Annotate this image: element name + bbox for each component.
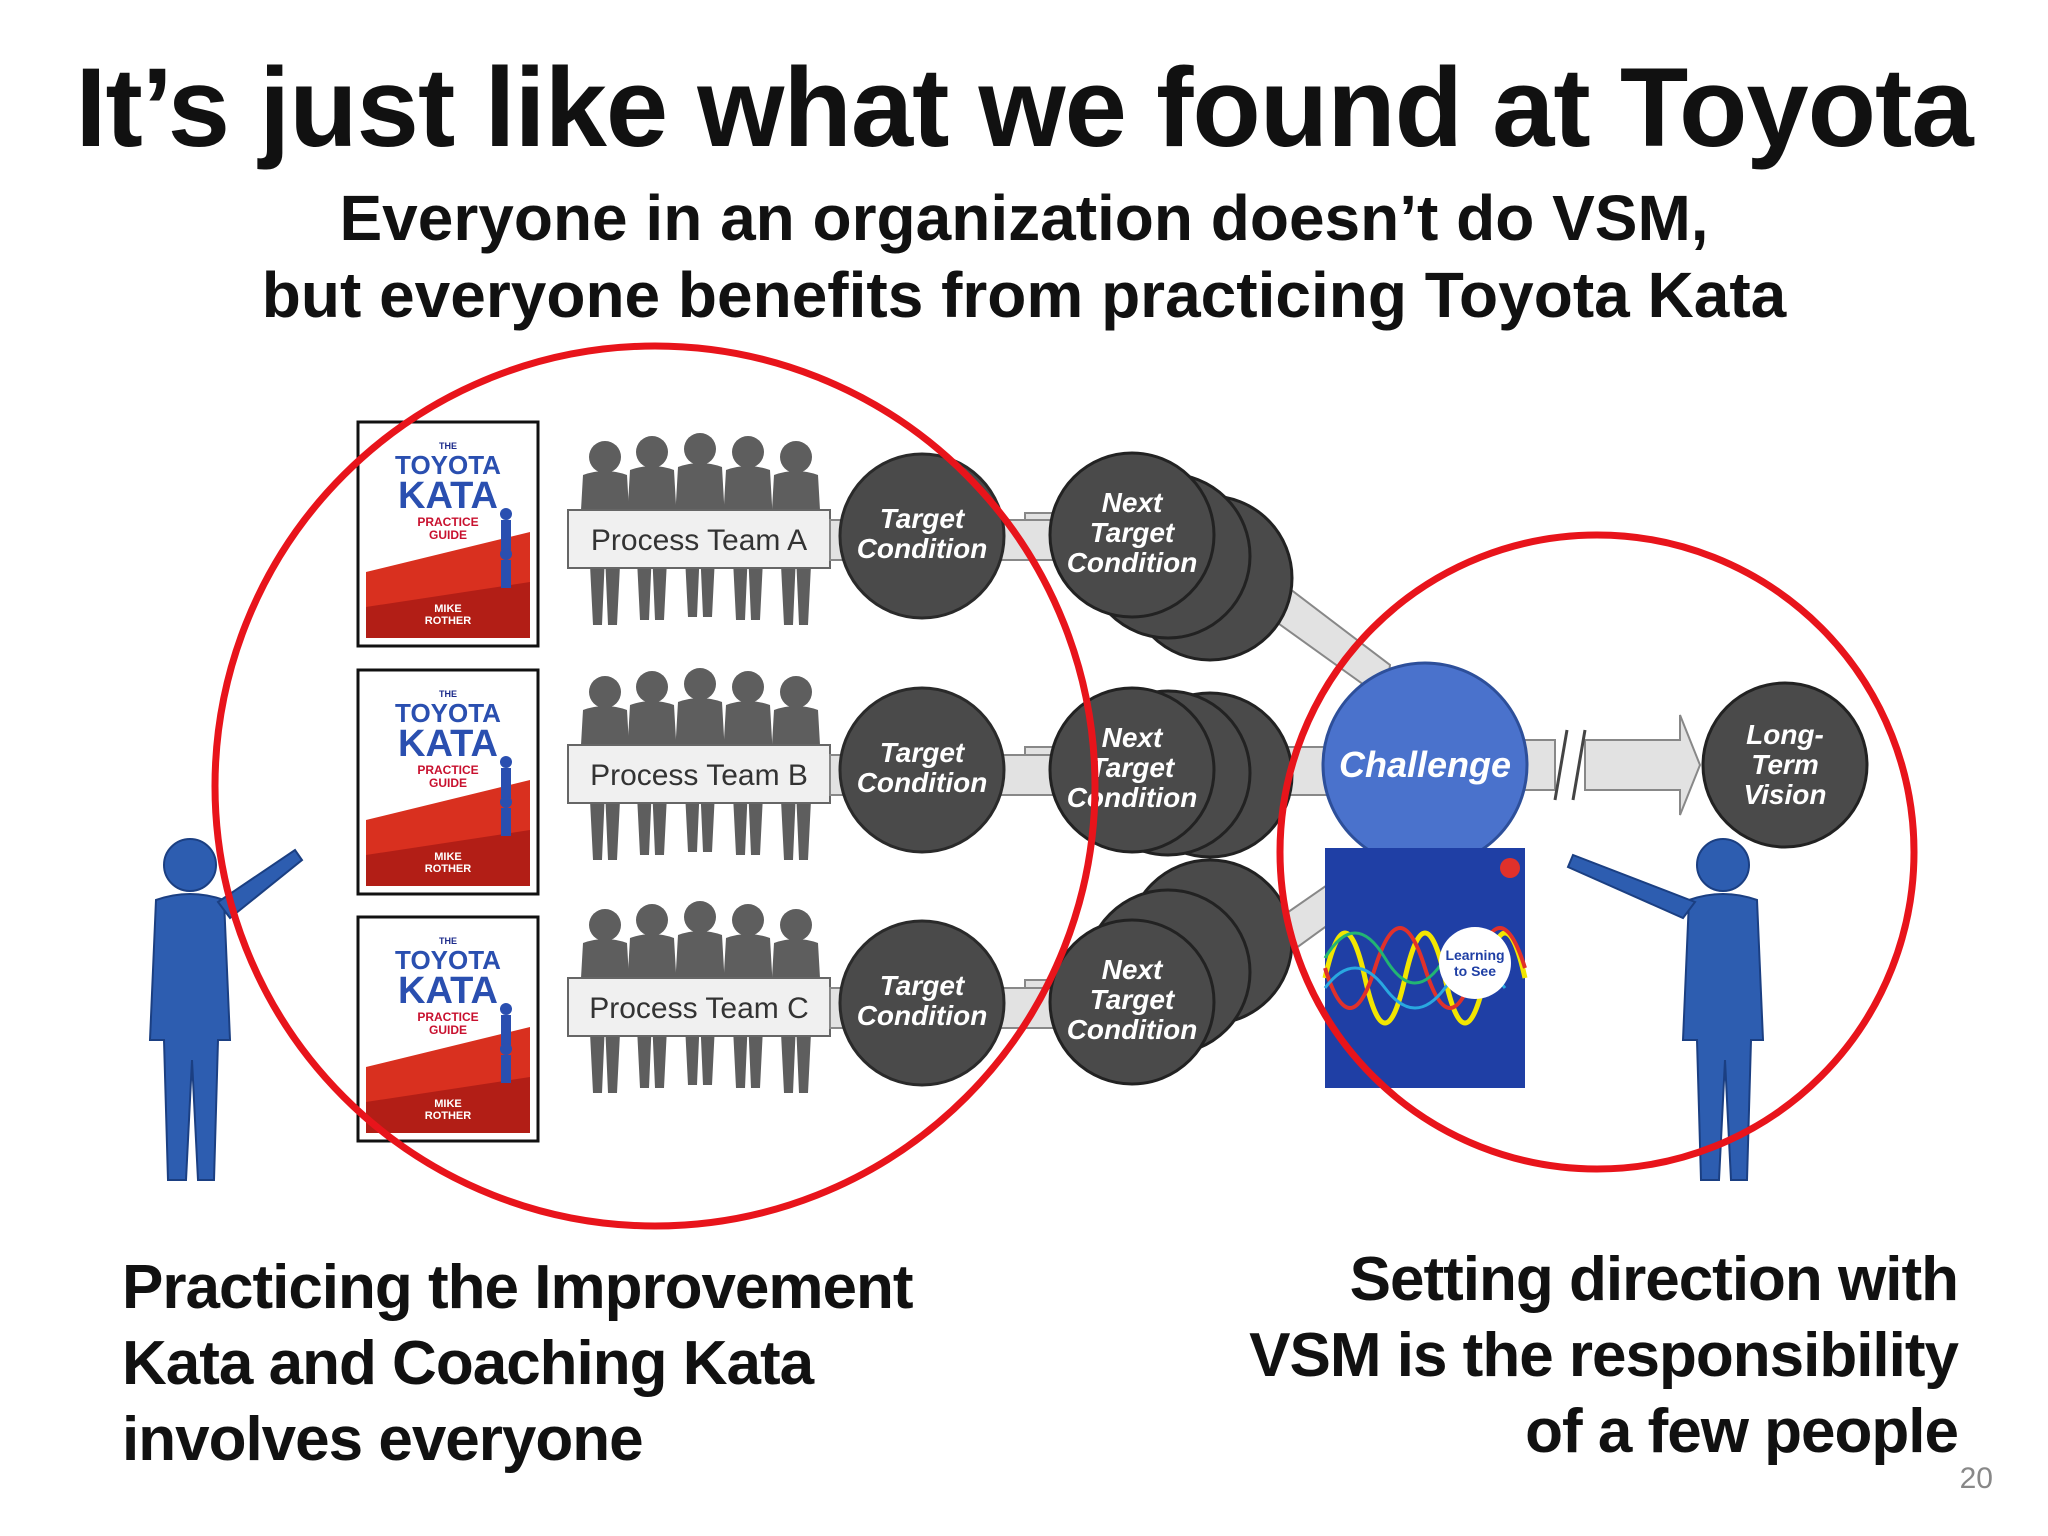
team-label-c: Process Team C <box>589 992 809 1025</box>
next-target-condition-circle-c <box>1048 918 1216 1086</box>
person-pointing-left-icon <box>149 838 304 1181</box>
book-author-first: MIKE <box>434 603 462 615</box>
book-guide: GUIDE <box>429 528 467 542</box>
target-condition-b-line1: Target <box>880 737 966 768</box>
book-title-kata: KATA <box>398 723 498 765</box>
book-title-kata: KATA <box>398 475 498 517</box>
book-figure-icon <box>500 1003 512 1083</box>
next-condition-a-line1: Next <box>1102 487 1164 518</box>
book-author-first: MIKE <box>434 1098 462 1110</box>
vsm-book-title-line2: to See <box>1454 963 1496 979</box>
book-title-kata: KATA <box>398 970 498 1012</box>
next-condition-b-line1: Next <box>1102 722 1164 753</box>
target-condition-c-line2: Condition <box>857 1000 988 1031</box>
toyota-kata-book-1: THE TOYOTA KATA PRACTICE GUIDE MIKE ROTH… <box>356 420 540 648</box>
team-row-b: Process Team B Target Condition Next Tar… <box>567 668 1386 860</box>
target-condition-circle-b <box>838 686 1006 854</box>
toyota-kata-book-3: THE TOYOTA KATA PRACTICE GUIDE MIKE ROTH… <box>356 915 540 1143</box>
highlight-ring-teams <box>211 342 1099 1230</box>
team-label-box-b <box>567 744 831 804</box>
vision-line3: Vision <box>1744 779 1827 810</box>
caption-right-line-3: of a few people <box>1525 1397 1959 1466</box>
break-mark <box>1553 729 1569 801</box>
caption-left-line-1: Practicing the Improvement <box>122 1253 914 1322</box>
book-the: THE <box>439 936 457 946</box>
break-mark <box>1571 729 1587 801</box>
book-figure-icon <box>500 508 512 588</box>
caption-right-line-1: Setting direction with <box>1349 1245 1959 1314</box>
person-pointing-right-icon <box>1566 838 1764 1181</box>
caption-right: Setting direction with VSM is the respon… <box>1249 1242 1959 1470</box>
team-label-box-c <box>567 977 831 1037</box>
book-practice: PRACTICE <box>417 1010 478 1024</box>
next-condition-c-line1: Next <box>1102 954 1164 985</box>
target-condition-b-line2: Condition <box>857 767 988 798</box>
slide-title: It’s just like what we found at Toyota <box>75 45 1973 170</box>
book-author-last: ROTHER <box>425 615 472 627</box>
caption-left: Practicing the Improvement Kata and Coac… <box>122 1250 914 1478</box>
book-practice: PRACTICE <box>417 763 478 777</box>
highlight-ring-direction <box>1276 531 1918 1173</box>
vision-arrow <box>1499 714 1702 816</box>
next-condition-c-line3: Condition <box>1067 1014 1198 1045</box>
team-label-a: Process Team A <box>591 524 807 557</box>
next-condition-a-line2: Target <box>1090 517 1176 548</box>
target-condition-circle-c <box>838 919 1006 1087</box>
vsm-book-title-line1: Learning <box>1445 947 1504 963</box>
target-condition-c-line1: Target <box>880 970 966 1001</box>
long-term-vision-circle <box>1701 681 1869 849</box>
book-title-toyota: TOYOTA <box>395 450 501 480</box>
vision-line2: Term <box>1751 749 1818 780</box>
book-author-last: ROTHER <box>425 863 472 875</box>
book-guide: GUIDE <box>429 776 467 790</box>
vision-line1: Long- <box>1746 719 1824 750</box>
book-guide: GUIDE <box>429 1023 467 1037</box>
caption-left-line-3: involves everyone <box>122 1405 644 1474</box>
book-the: THE <box>439 441 457 451</box>
next-target-condition-circle-a <box>1048 451 1216 619</box>
team-row-a: Process Team A Target Condition Next Tar… <box>567 433 1392 702</box>
learning-to-see-book: Learning to See <box>1322 848 1528 1088</box>
book-author-last: ROTHER <box>425 1110 472 1122</box>
book-figure-icon <box>500 756 512 836</box>
slide-subtitle-line-2: but everyone benefits from practicing To… <box>261 259 1787 331</box>
target-condition-a-line1: Target <box>880 503 966 534</box>
book-title-toyota: TOYOTA <box>395 698 501 728</box>
next-condition-a-line3: Condition <box>1067 547 1198 578</box>
caption-left-line-2: Kata and Coaching Kata <box>122 1329 814 1398</box>
team-label-b: Process Team B <box>590 759 808 792</box>
target-condition-a-line2: Condition <box>857 533 988 564</box>
caption-right-line-2: VSM is the responsibility <box>1249 1321 1959 1390</box>
challenge-label: Challenge <box>1339 744 1511 785</box>
book-title-toyota: TOYOTA <box>395 945 501 975</box>
next-condition-b-line2: Target <box>1090 752 1176 783</box>
book-practice: PRACTICE <box>417 515 478 529</box>
target-condition-circle-a <box>838 452 1006 620</box>
book-author-first: MIKE <box>434 851 462 863</box>
page-number: 20 <box>1959 1462 1993 1495</box>
next-condition-c-line2: Target <box>1090 984 1176 1015</box>
next-condition-b-line3: Condition <box>1067 782 1198 813</box>
team-row-c: Process Team C Target Condition Next Tar… <box>567 843 1392 1093</box>
vsm-book-logo-icon <box>1500 858 1520 878</box>
slide-subtitle-line-1: Everyone in an organization doesn’t do V… <box>339 182 1709 254</box>
toyota-kata-book-2: THE TOYOTA KATA PRACTICE GUIDE MIKE ROTH… <box>356 668 540 896</box>
book-the: THE <box>439 689 457 699</box>
